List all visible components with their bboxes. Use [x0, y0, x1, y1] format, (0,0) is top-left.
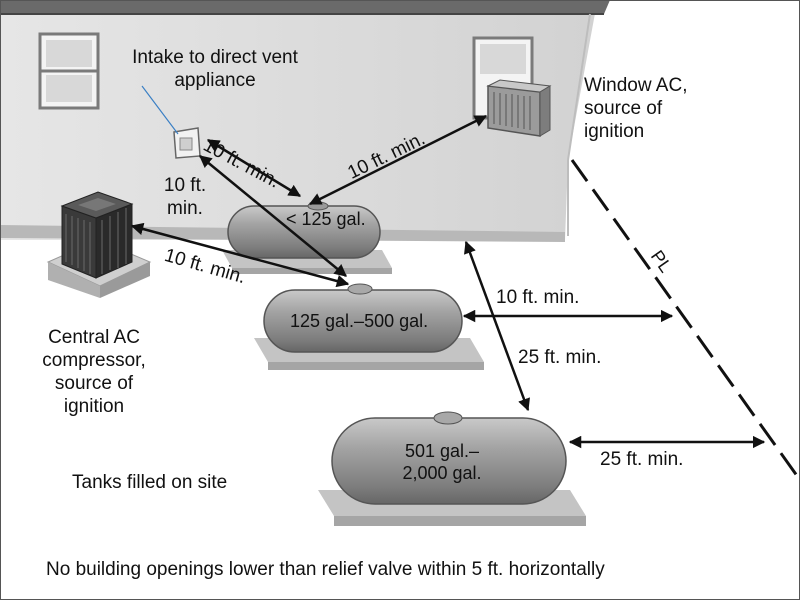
intake-leader-line: [141, 85, 179, 135]
dim-intake-to-medium: 10 ft. min.: [163, 175, 207, 219]
house-roof: [0, 0, 610, 14]
dim-large-to-pl: 25 ft. min.: [600, 449, 684, 470]
tank-medium: [254, 283, 484, 370]
dim-medium-to-large: 25 ft. min.: [518, 347, 602, 368]
tanks-filled-label: Tanks filled on site: [72, 472, 228, 493]
arrow-small-tank-to-window-ac: [308, 114, 488, 206]
window-ac-label: Window AC, source of ignition: [584, 75, 688, 142]
window-ac-unit: [486, 79, 552, 137]
tank-large-capacity: 501 gal.– 2,000 gal.: [402, 441, 482, 483]
central-ac-label: Central AC compressor, source of ignitio…: [42, 327, 146, 417]
intake-label: Intake to direct vent appliance: [132, 47, 298, 91]
footer-note: No building openings lower than relief v…: [46, 559, 605, 580]
property-line: [570, 159, 800, 481]
tank-small-capacity: < 125 gal.: [286, 209, 366, 229]
intake-vent: [173, 127, 201, 159]
dim-medium-to-pl: 10 ft. min.: [496, 287, 580, 308]
house-window-left: [38, 32, 100, 110]
dimension-arrows: [130, 114, 766, 449]
tank-large: [318, 411, 586, 526]
tank-medium-capacity: 125 gal.–500 gal.: [290, 311, 429, 331]
arrow-central-ac-to-medium-tank: [130, 222, 350, 288]
arrow-medium-to-large-tank: [464, 240, 530, 412]
